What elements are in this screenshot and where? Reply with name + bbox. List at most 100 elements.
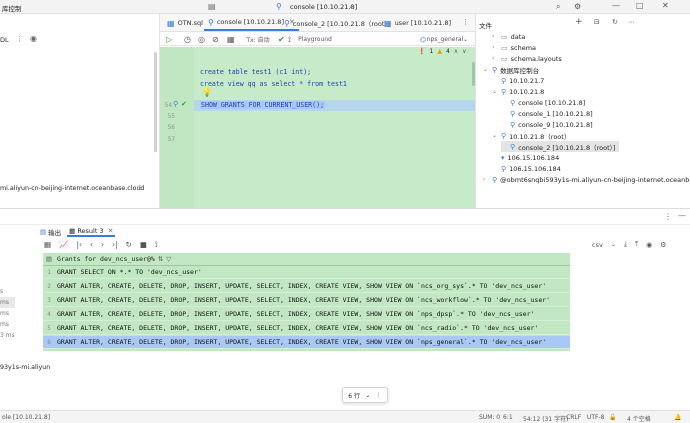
history-icon[interactable]: ◷ (184, 35, 191, 44)
column-header[interactable]: Grants for dev_ncs_user@% (57, 255, 155, 263)
minimize-panel-icon[interactable]: — (678, 211, 686, 220)
tab-output[interactable]: ▤输出 (40, 227, 62, 237)
grid-icon[interactable]: ▦ (227, 35, 235, 44)
settings-icon[interactable]: ⚙ (660, 240, 667, 249)
status-console-label[interactable]: ole [10.10.21.8] (2, 414, 51, 421)
tree-item[interactable]: ›▭data (492, 31, 525, 42)
maximize-icon[interactable]: □ (636, 1, 644, 10)
collapse-icon[interactable]: ⊟ (594, 18, 600, 26)
tabs-more-icon[interactable]: ⋮ (462, 18, 469, 26)
console-icon[interactable]: ⚲ (276, 2, 282, 11)
stop-icon[interactable]: ■ (139, 240, 147, 249)
playground-select[interactable]: Playground (298, 36, 332, 43)
more-icon[interactable]: ⋯ (628, 18, 635, 26)
pin-icon[interactable]: ⟟ (154, 240, 158, 249)
table-view-icon[interactable]: ▦ (44, 240, 52, 249)
tab-console-2[interactable]: ⚲console_2 [10.10.21.8（root）] (284, 18, 391, 29)
schema-select[interactable]: nps_general (426, 36, 464, 43)
nav-down-icon[interactable]: ∨ (462, 48, 467, 55)
tree-item[interactable]: ›▭schema (492, 42, 536, 53)
export-format-select[interactable]: csv (592, 240, 603, 249)
search-icon[interactable]: ⌕ (556, 2, 561, 11)
last-page-icon[interactable]: ›| (111, 240, 118, 249)
panel-splitter[interactable]: ⋮ — (0, 208, 690, 225)
pin-icon[interactable]: ⟟ (288, 34, 291, 44)
tree-item[interactable]: ⌄⚲数据库控制台 (483, 64, 539, 75)
table-cell[interactable]: GRANT ALTER, CREATE, DELETE, DROP, INSER… (57, 338, 547, 346)
notification-icon[interactable]: 🔔 (674, 414, 682, 421)
tab-user[interactable]: ▦user [10.10.21.8] (384, 18, 452, 28)
filter-icon[interactable]: ▽ (166, 255, 172, 263)
next-page-icon[interactable]: › (100, 240, 104, 249)
run-gutter-icon[interactable]: ⚲ (173, 100, 179, 108)
chart-icon[interactable]: 📈 (59, 240, 69, 249)
eye-icon[interactable]: ◉ (646, 240, 653, 249)
tab-otn-sql[interactable]: ▦OTN.sql (167, 18, 203, 28)
table-cell[interactable]: GRANT ALTER, CREATE, DELETE, DROP, INSER… (57, 296, 551, 304)
tree-item[interactable]: ⚲106.15.106.184 (492, 163, 561, 174)
tab-result[interactable]: ▦Result 3✕ (67, 226, 116, 237)
more-icon[interactable]: ⋮ (664, 212, 672, 221)
tree-item[interactable]: ›⚲@obmt6snqbi593y1s-mi.aliyun-cn-beijing… (483, 174, 690, 185)
close-window-icon[interactable]: ✕ (662, 1, 669, 10)
chevron-down-icon[interactable]: ⌄ (492, 88, 498, 95)
refresh-icon[interactable]: ↻ (125, 240, 132, 249)
upload-icon[interactable]: ⤒ (634, 240, 639, 248)
table-cell[interactable]: GRANT ALTER, CREATE, DELETE, DROP, INSER… (57, 282, 547, 290)
check-icon[interactable]: ✔ (278, 35, 285, 44)
editor-scrollbar[interactable] (472, 62, 475, 86)
chevron-down-icon[interactable]: ⌄ (610, 241, 616, 248)
status-encoding[interactable]: UTF-8 (587, 414, 605, 421)
download-icon[interactable]: ⤓ (623, 240, 627, 248)
eye-icon[interactable]: ◉ (30, 34, 37, 43)
chevron-right-icon[interactable]: › (492, 55, 495, 62)
tree-item[interactable]: ⌄⚲10.10.21.8 (492, 86, 544, 97)
close-icon[interactable]: ✕ (107, 226, 114, 235)
tree-item[interactable]: ⚲console [10.10.21.8] (501, 97, 585, 108)
more-icon[interactable]: ⋮ (16, 35, 23, 43)
add-icon[interactable]: + (575, 17, 583, 27)
chevron-down-icon[interactable]: ⌄ (483, 66, 489, 73)
lightbulb-icon[interactable]: 💡 (202, 88, 212, 97)
status-indent[interactable]: 4 个空格 (627, 416, 651, 423)
row-selector-icon[interactable]: ▤ (45, 255, 53, 263)
table-cell[interactable]: GRANT SELECT ON *.* TO 'dev_ncs_user' (57, 268, 202, 276)
first-page-icon[interactable]: |‹ (76, 240, 82, 249)
left-scrollbar[interactable] (154, 52, 157, 152)
prev-page-icon[interactable]: ‹ (89, 240, 93, 249)
minimize-icon[interactable]: — (612, 1, 620, 10)
chevron-right-icon[interactable]: › (492, 44, 495, 51)
schema-chevron-icon[interactable]: ⌄ (463, 36, 469, 43)
tree-item[interactable]: ▾106.15.106.184 (492, 152, 559, 163)
window-title-chevron-icon[interactable]: ⌄ (348, 2, 354, 10)
table-cell[interactable]: GRANT ALTER, CREATE, DELETE, DROP, INSER… (57, 310, 535, 318)
run-icon[interactable]: ▷ (166, 35, 173, 44)
chevron-right-icon[interactable]: › (492, 33, 495, 40)
tx-mode-select[interactable]: Tx: 自动 (246, 37, 270, 44)
tree-item[interactable]: ⚲console_9 [10.10.21.8] (501, 119, 593, 130)
chevron-down-icon[interactable]: ⌄ (492, 132, 498, 139)
tree-item[interactable]: ⚲console_2 [10.10.21.8（root）] (501, 141, 620, 152)
status-cursor[interactable]: 54:12 (31 字符) (523, 416, 569, 423)
status-line-ending[interactable]: CRLF (566, 414, 582, 421)
stop-icon[interactable]: ⊘ (212, 35, 219, 44)
close-icon[interactable]: ✕ (288, 18, 295, 26)
settings-icon[interactable]: ⚙ (574, 2, 582, 11)
tab-console[interactable]: ⚲console [10.10.21.8]✕ (204, 15, 299, 31)
row-count-pill[interactable]: 6 行 ⌄ ⋮ (342, 387, 388, 403)
refresh-icon[interactable]: ↻ (612, 18, 618, 26)
lock-icon[interactable]: 🔓 (609, 414, 617, 421)
inspection-widget[interactable]: ❗1 ▲4 ∧ ∨ (418, 48, 467, 55)
more-icon[interactable]: ⋮ (375, 391, 382, 399)
tree-item[interactable]: ⚲console_1 [10.10.21.8] (501, 108, 593, 119)
nav-up-icon[interactable]: ∧ (453, 48, 459, 55)
tree-item[interactable]: ⌄⚲10.10.21.8（root） (492, 130, 570, 141)
table-cell[interactable]: GRANT ALTER, CREATE, DELETE, DROP, INSER… (57, 324, 539, 332)
chevron-right-icon[interactable]: › (483, 176, 486, 183)
